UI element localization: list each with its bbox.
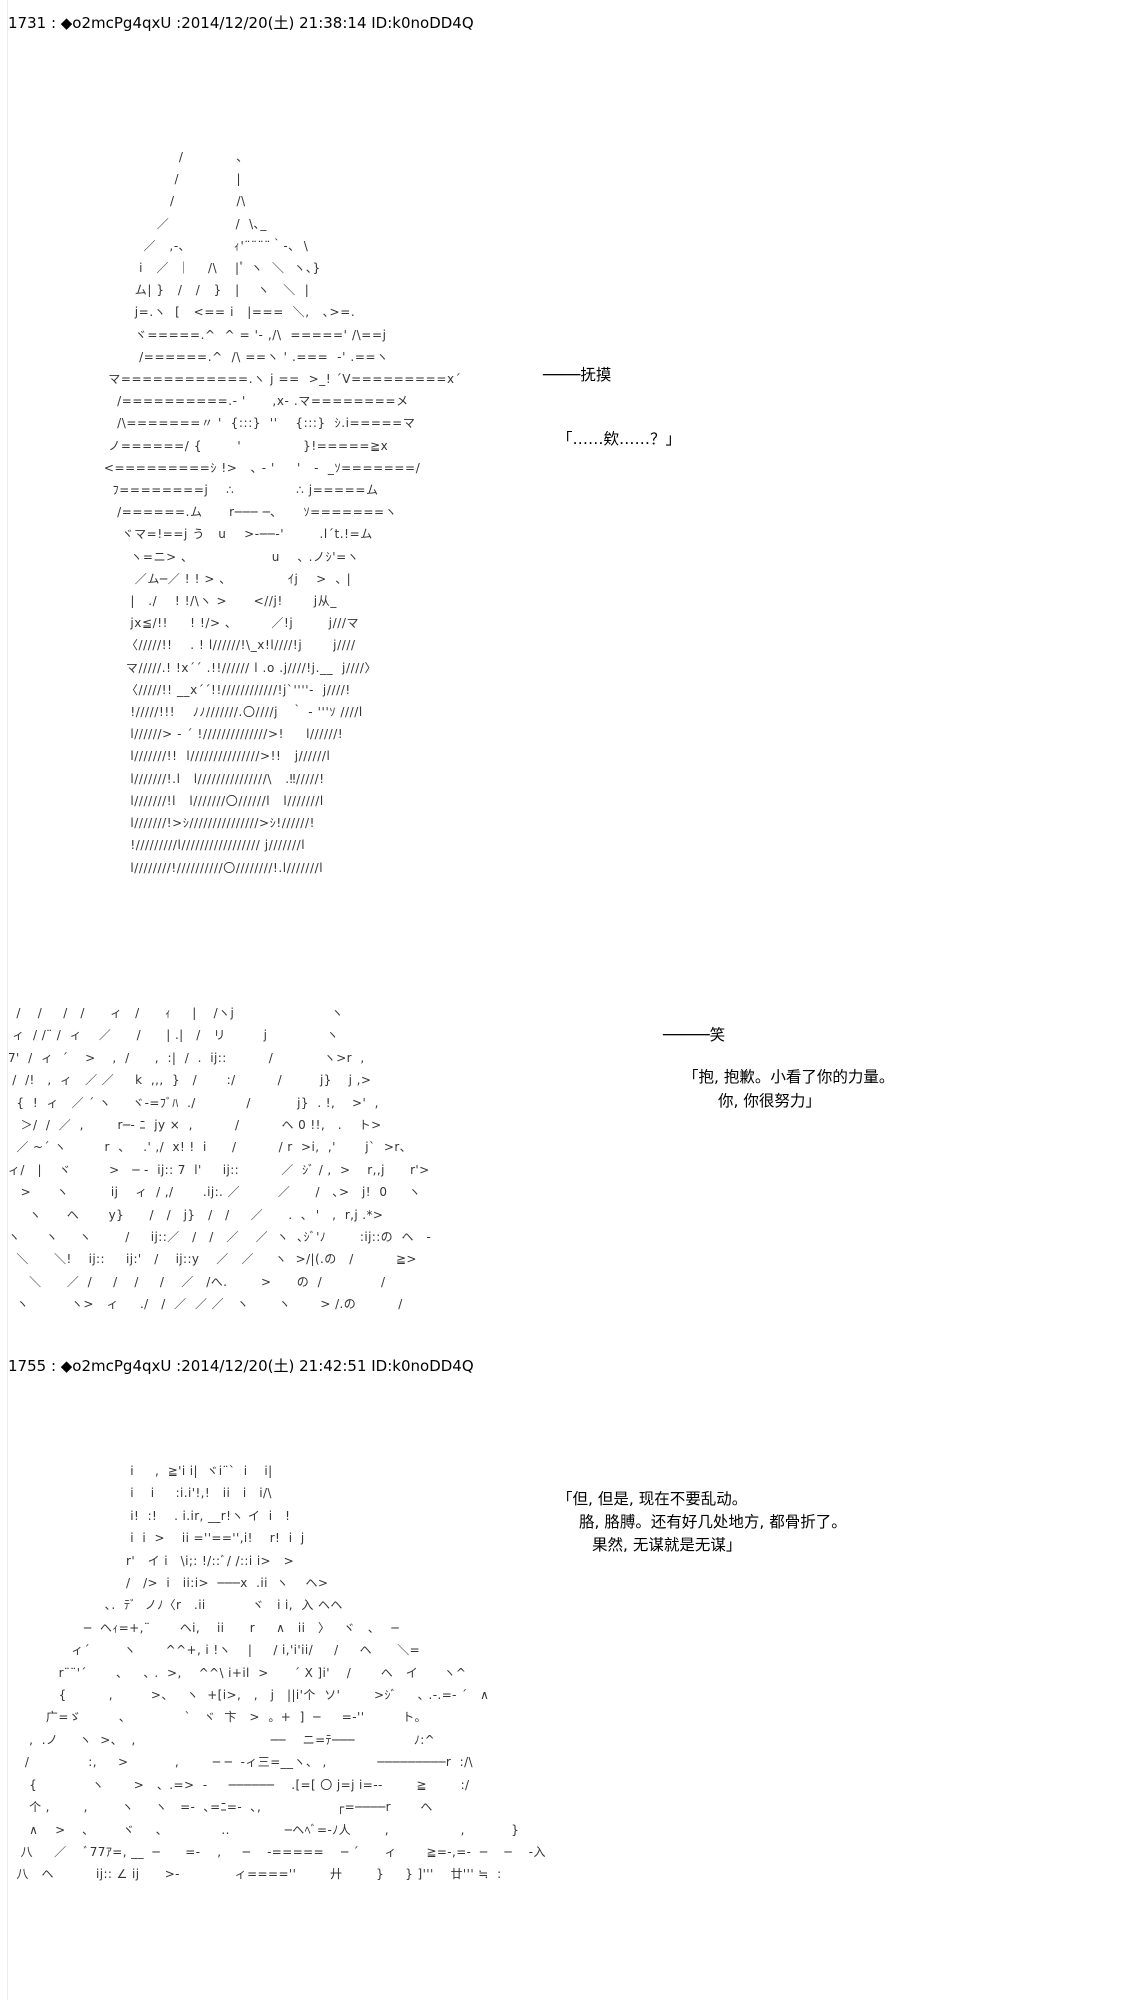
post-header-1755: 1755 : ◆o2mcPg4qxU :2014/12/20(土) 21:42:… (8, 1357, 474, 1375)
caption-stroking: ────抚摸 (543, 366, 612, 384)
speech-bubble-3-line-3: 果然, 无谋就是无谋」 (592, 1536, 742, 1554)
speech-bubble-3-line-1: 「但, 但是, 现在不要乱动。 (557, 1490, 748, 1508)
speech-bubble-1: 「……欸……？」 (557, 430, 682, 448)
ascii-art-scene-3: i , ≧'i i| ヾi¨` i i| i i :i.i'!,! ii i i… (16, 1464, 546, 1882)
speech-bubble-2-line-2: 你, 你很努力」 (718, 1092, 821, 1110)
ascii-art-scene-2: / / / / ィ / ｨ | /ヽj ヽ ィ / /¨ / ィ ／ / | .… (8, 1006, 432, 1312)
caption-laugh: ─────笑 (663, 1026, 726, 1044)
left-margin-rule (7, 0, 8, 2000)
speech-bubble-2-line-1: 「抱, 抱歉。小看了你的力量。 (683, 1068, 895, 1086)
speech-bubble-3-line-2: 胳, 胳膊。还有好几处地方, 都骨折了。 (579, 1513, 847, 1531)
post-header-1731: 1731 : ◆o2mcPg4qxU :2014/12/20(土) 21:38:… (8, 14, 474, 32)
ascii-art-scene-1: / ､ / | / /\ ／ / \､_ ／ ,-､ ｨ'¨¨¨¨｀-､ \ i… (103, 150, 462, 875)
